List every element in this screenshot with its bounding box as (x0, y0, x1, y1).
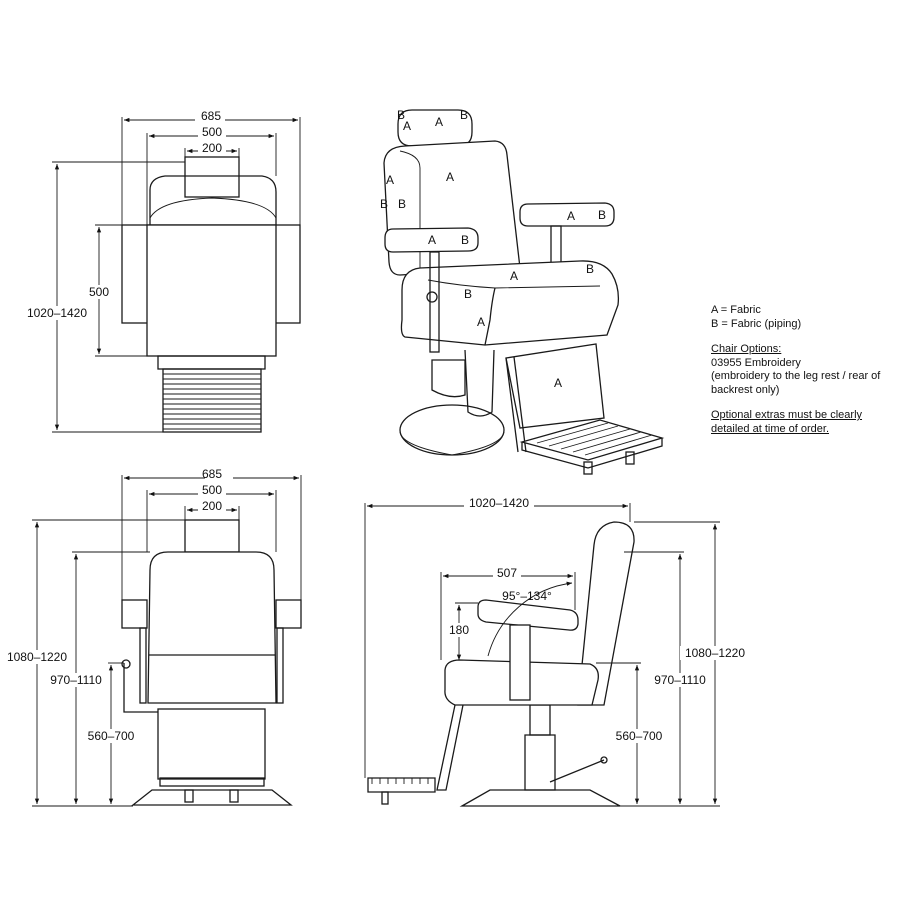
side-view-seat-height-label: 560–700 (616, 729, 663, 743)
front-view: 685 500 200 1080–1220 970–1110 560–700 (2, 467, 302, 807)
iso-label-a-armrest-right: A (567, 209, 575, 223)
chair-options-title: Chair Options: (711, 343, 782, 355)
side-view: 1020–1420 507 95°–134° 180 1080–1220 970… (364, 496, 750, 807)
top-view-seat-depth-label: 500 (89, 285, 109, 299)
top-view-headrest (184, 156, 240, 198)
iso-label-b-headrest-right: B (460, 108, 468, 122)
top-view-seat-width-label: 500 (202, 125, 222, 139)
iso-label-b-backrest-2: B (398, 197, 406, 211)
iso-leg-rest (505, 343, 605, 429)
top-view-headrest-width-label: 200 (202, 141, 222, 155)
front-view-armrest-left (121, 599, 148, 629)
front-view-headrest (184, 519, 240, 553)
legend-key-b: B = Fabric (piping) (711, 317, 802, 330)
top-view-width-label: 685 (201, 109, 221, 123)
chair-option-embroidery-note: (embroidery to the leg rest / rear of ba… (711, 370, 881, 396)
iso-label-a-backrest-side: A (386, 173, 394, 187)
iso-label-a-armrest-left: A (428, 233, 436, 247)
front-view-armrest-right (275, 599, 302, 629)
iso-label-a-seat-front: A (477, 315, 485, 329)
side-view-length-label: 1020–1420 (469, 496, 529, 510)
front-view-headrest-width-label: 200 (202, 499, 222, 513)
iso-label-b-armrest-left: B (461, 233, 469, 247)
top-view-footrest-grid (162, 368, 262, 433)
iso-label-b-seat-front: B (464, 287, 472, 301)
iso-base (399, 404, 505, 456)
front-view-backrest (147, 551, 277, 704)
side-view-pedal (549, 759, 605, 783)
front-view-leg-rest (157, 708, 266, 780)
side-view-seat-depth-label: 507 (497, 566, 517, 580)
side-view-leg-rest (436, 704, 464, 791)
chair-option-embroidery: 03955 Embroidery (711, 356, 801, 369)
iso-label-b-armrest-right: B (598, 208, 606, 222)
top-view-backrest (149, 175, 277, 225)
top-view-leg-rest-top (157, 355, 266, 370)
iso-armrest-right (519, 202, 615, 227)
iso-footrest-grid (536, 422, 653, 456)
iso-seat (400, 260, 620, 346)
top-view-length-label: 1020–1420 (27, 306, 87, 320)
iso-label-a-headrest: A (435, 115, 443, 129)
iso-label-a-leg-rest: A (554, 376, 562, 390)
isometric-view: B A A B A A B B A B A B A B B A A (380, 108, 665, 475)
side-view-overall-height-label: 1080–1220 (685, 646, 745, 660)
iso-headrest (397, 109, 473, 147)
side-view-backrest (577, 521, 635, 706)
optional-extras-note: Optional extras must be clearly detailed… (711, 409, 863, 435)
side-view-armrest-height-label: 180 (449, 623, 469, 637)
material-legend: A = Fabric B = Fabric (piping) Chair Opt… (711, 304, 891, 436)
side-view-recline-angle-label: 95°–134° (502, 589, 552, 603)
iso-label-b-seat: B (586, 262, 594, 276)
iso-label-a-backrest: A (446, 170, 454, 184)
side-view-base (459, 789, 621, 807)
front-view-base (131, 789, 293, 806)
iso-label-a-seat: A (510, 269, 518, 283)
iso-label-b-backrest-1: B (380, 197, 388, 211)
front-view-seat-width-label: 500 (202, 483, 222, 497)
top-view: 685 500 200 1020–1420 500 (22, 109, 301, 433)
front-view-width-label: 685 (202, 467, 222, 481)
iso-pump (464, 349, 495, 417)
side-view-footrest (367, 777, 436, 793)
iso-label-a-headrest-left: A (403, 119, 411, 133)
legend-key-a: A = Fabric (711, 304, 761, 316)
top-view-seat (146, 224, 277, 357)
front-view-seat-height-label: 560–700 (88, 729, 135, 743)
front-view-lever (123, 663, 158, 713)
iso-lever (431, 359, 466, 398)
iso-armrest-left (384, 227, 479, 253)
front-view-back-height-label: 970–1110 (50, 673, 102, 687)
iso-label-b-headrest: B (397, 108, 405, 122)
side-view-armrest (477, 599, 579, 631)
side-view-back-height-label: 970–1110 (654, 673, 706, 687)
front-view-overall-height-label: 1080–1220 (7, 650, 67, 664)
